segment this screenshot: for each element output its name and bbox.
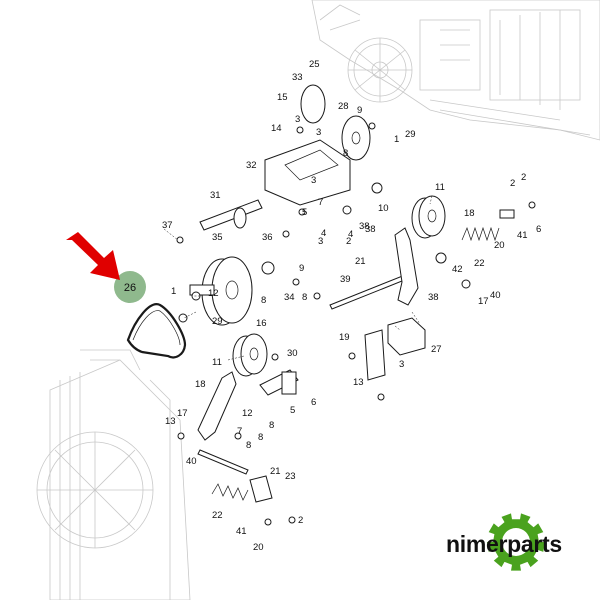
part-label: 1 bbox=[394, 134, 399, 145]
belt-part bbox=[126, 303, 187, 359]
part-label: 36 bbox=[262, 232, 273, 243]
part-label: 21 bbox=[270, 466, 281, 477]
part-label: 21 bbox=[355, 256, 366, 267]
part-label: 23 bbox=[285, 471, 296, 482]
right-pulley-part bbox=[411, 195, 446, 239]
highlight-label: 26 bbox=[124, 282, 136, 294]
part-label: 35 bbox=[212, 232, 223, 243]
part-label: 8 bbox=[343, 148, 348, 159]
brand-logo-text: nimerparts bbox=[446, 531, 562, 557]
part-label: 32 bbox=[246, 160, 257, 171]
part-label: 40 bbox=[490, 290, 501, 301]
part-label: 9 bbox=[357, 105, 362, 116]
part-label: 14 bbox=[271, 123, 282, 134]
part-label: 4 bbox=[321, 228, 326, 239]
part-label: 13 bbox=[353, 377, 364, 388]
part-label: 3 bbox=[295, 114, 300, 125]
part-label: 5 bbox=[302, 207, 307, 218]
part-label: 2 bbox=[521, 172, 526, 183]
gear-icon bbox=[487, 513, 545, 571]
part-label: 13 bbox=[165, 416, 176, 427]
leader-lines bbox=[163, 195, 433, 361]
part-label: 18 bbox=[464, 208, 475, 219]
part-label: 33 bbox=[292, 72, 303, 83]
lower-pulley-part bbox=[232, 333, 268, 377]
part-label: 16 bbox=[256, 318, 267, 329]
part-label: 12 bbox=[242, 408, 253, 419]
part-label: 38 bbox=[359, 221, 370, 232]
part-label: 28 bbox=[338, 101, 349, 112]
part-label: 41 bbox=[517, 230, 528, 241]
part-label: 5 bbox=[290, 405, 295, 416]
part-label: 22 bbox=[474, 258, 485, 269]
part-label: 31 bbox=[210, 190, 221, 201]
highlight-circle bbox=[114, 271, 146, 303]
part-label: 10 bbox=[378, 203, 389, 214]
part-label: 38 bbox=[428, 292, 439, 303]
part-label: 3 bbox=[316, 127, 321, 138]
part-label: 7 bbox=[237, 426, 242, 437]
part-label: 19 bbox=[339, 332, 350, 343]
part-label: 27 bbox=[431, 344, 442, 355]
part-label: 41 bbox=[236, 526, 247, 537]
spring-part bbox=[461, 209, 515, 242]
part-label: 25 bbox=[309, 59, 320, 70]
part-label: 2 bbox=[298, 515, 303, 526]
part-label: 42 bbox=[452, 264, 463, 275]
part-label: 3 bbox=[311, 175, 316, 186]
part-label: 8 bbox=[302, 292, 307, 303]
part-label: 3 bbox=[399, 359, 404, 370]
part-label: 8 bbox=[258, 432, 263, 443]
upper-pulley-part bbox=[300, 84, 371, 161]
lower-spring-part bbox=[211, 483, 249, 501]
part-label: 17 bbox=[478, 296, 489, 307]
part-label: 2 bbox=[510, 178, 515, 189]
tension-rod-part bbox=[197, 449, 273, 503]
part-label: 4 bbox=[348, 229, 353, 240]
part-label: 20 bbox=[253, 542, 264, 553]
part-label: 34 bbox=[284, 292, 295, 303]
bracket-part bbox=[264, 139, 351, 206]
part-label: 22 bbox=[212, 510, 223, 521]
part-label: 9 bbox=[299, 263, 304, 274]
part-label: 29 bbox=[405, 129, 416, 140]
part-label: 18 bbox=[195, 379, 206, 390]
part-label: 11 bbox=[435, 182, 445, 193]
radiator-ghost bbox=[36, 349, 191, 600]
part-label: 8 bbox=[246, 440, 251, 451]
part-label: 12 bbox=[208, 288, 219, 299]
part-label: 1 bbox=[171, 286, 176, 297]
part-label: 38 bbox=[365, 224, 376, 235]
part-label: 40 bbox=[186, 456, 197, 467]
lower-shaft-part bbox=[259, 369, 299, 396]
part-label: 17 bbox=[177, 408, 188, 419]
idler-arm-part bbox=[197, 371, 237, 441]
part-label: 7 bbox=[318, 197, 323, 208]
mount-plate-part bbox=[364, 317, 426, 381]
part-label: 30 bbox=[287, 348, 298, 359]
part-label: 29 bbox=[212, 316, 223, 327]
part-label: 6 bbox=[536, 224, 541, 235]
part-label: 3 bbox=[318, 236, 323, 247]
part-label: 15 bbox=[277, 92, 288, 103]
part-label: 39 bbox=[340, 274, 351, 285]
arm-part bbox=[394, 227, 419, 306]
large-pulley-part bbox=[189, 256, 253, 326]
part-label: 11 bbox=[212, 357, 222, 368]
highlight-badge: 26 bbox=[114, 271, 146, 303]
hardware-parts bbox=[176, 122, 536, 526]
gear-hole bbox=[502, 528, 530, 556]
part-label: 8 bbox=[269, 420, 274, 431]
part-label: 20 bbox=[494, 240, 505, 251]
arrow-icon bbox=[66, 232, 120, 280]
engine-block-ghost bbox=[311, 0, 600, 141]
shaft-part bbox=[199, 199, 263, 231]
part-label: 37 bbox=[162, 220, 173, 231]
part-label: 8 bbox=[261, 295, 266, 306]
part-label: 6 bbox=[311, 397, 316, 408]
part-label: 2 bbox=[346, 236, 351, 247]
